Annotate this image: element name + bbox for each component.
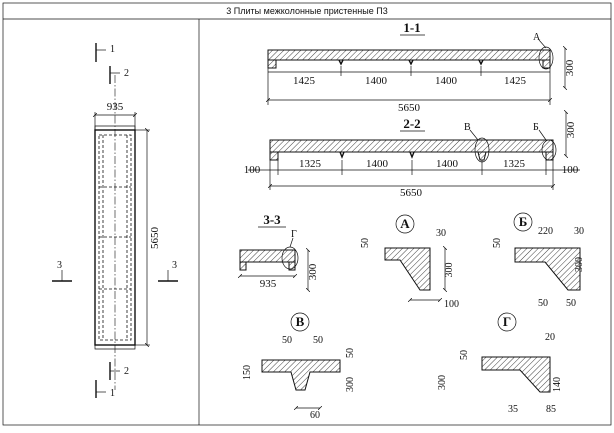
detail-a-300: 300 [444, 263, 455, 278]
section-2-2-slab [269, 139, 554, 153]
section-1-1-title: 1-1 [403, 20, 420, 35]
callout-g-label: Г [291, 229, 297, 240]
detail-a-label: А [400, 216, 410, 231]
cut1-top: 1 [110, 44, 115, 55]
outer-frame [2, 2, 612, 426]
detail-g-shape [481, 356, 551, 393]
detail-b-shape [514, 247, 581, 291]
s22-span-2: 1325 [299, 158, 322, 170]
detail-b-50: 50 [492, 238, 503, 248]
cut3-left: 3 [57, 260, 62, 271]
section-2-2-title: 2-2 [403, 116, 420, 131]
s11-span-2: 1400 [365, 75, 388, 87]
s11-span-4: 1425 [504, 75, 527, 87]
detail-v-50b: 50 [313, 335, 323, 346]
section-2-2: 2-2 В Б 300 100 1325 1400 1400 1325 100 … [244, 112, 580, 199]
cut2-top: 2 [124, 68, 129, 79]
detail-v-label: В [296, 314, 305, 329]
s22-span-6: 100 [562, 164, 579, 176]
s11-height: 300 [564, 59, 576, 76]
section-3-3: 3-3 Г 935 300 [240, 212, 319, 290]
detail-b-300: 300 [574, 257, 585, 272]
detail-a-100: 100 [444, 299, 459, 310]
s22-span-3: 1400 [366, 158, 389, 170]
detail-v-50a: 50 [282, 335, 292, 346]
callout-a-circle [538, 46, 554, 70]
detail-b-50b: 50 [538, 298, 548, 309]
detail-b-220: 220 [538, 226, 553, 237]
detail-v: В 50 50 150 50 300 60 [242, 312, 356, 421]
detail-g-35: 35 [508, 404, 518, 415]
s11-total: 5650 [398, 102, 421, 114]
detail-v-60: 60 [310, 410, 320, 421]
s11-span-1: 1425 [293, 75, 316, 87]
s22-total: 5650 [400, 187, 423, 199]
s33-height: 300 [307, 263, 319, 280]
detail-g-20: 20 [545, 332, 555, 343]
detail-b-label: Б [519, 214, 528, 229]
s22-span-1: 100 [244, 164, 261, 176]
detail-v-shape [261, 359, 341, 391]
cut3-right: 3 [172, 260, 177, 271]
cut1-bottom: 1 [110, 388, 115, 399]
panel-elevation: 935 5650 1 2 2 1 3 3 [52, 43, 178, 399]
detail-g-85: 85 [546, 404, 556, 415]
detail-v-50c: 50 [345, 348, 356, 358]
detail-b: Б 50 220 30 300 50 50 [492, 212, 585, 309]
s11-span-3: 1400 [435, 75, 458, 87]
s22-span-4: 1400 [436, 158, 459, 170]
detail-g-300: 300 [437, 375, 448, 390]
callout-b-circle [541, 139, 557, 161]
detail-b-30: 30 [574, 226, 584, 237]
s33-width: 935 [260, 278, 277, 290]
detail-a-50: 50 [360, 238, 371, 248]
detail-g: Г 50 20 300 140 35 85 [437, 312, 563, 415]
detail-b-50c: 50 [566, 298, 576, 309]
detail-v-300: 300 [345, 377, 356, 392]
section-1-1-slab [267, 49, 551, 61]
detail-a: А 50 30 300 100 [360, 214, 459, 310]
section-1-1: 1-1 А 300 1425 1400 1400 1425 5650 [268, 20, 576, 114]
detail-v-150: 150 [242, 365, 253, 380]
detail-g-140: 140 [552, 377, 563, 392]
callout-a-label: А [533, 32, 541, 43]
callout-b-label: Б [533, 122, 539, 133]
s22-height: 300 [565, 121, 577, 138]
section-3-3-shape [239, 249, 296, 263]
s22-span-5: 1325 [503, 158, 526, 170]
detail-a-shape [384, 247, 431, 291]
callout-v-label: В [464, 122, 471, 133]
elevation-height: 5650 [149, 227, 161, 250]
detail-a-30: 30 [436, 228, 446, 239]
detail-g-50: 50 [459, 350, 470, 360]
sheet-title: 3 Плиты межколонные пристенные П3 [226, 6, 387, 16]
detail-g-label: Г [503, 314, 511, 329]
section-3-3-title: 3-3 [263, 212, 281, 227]
cut2-bottom: 2 [124, 366, 129, 377]
